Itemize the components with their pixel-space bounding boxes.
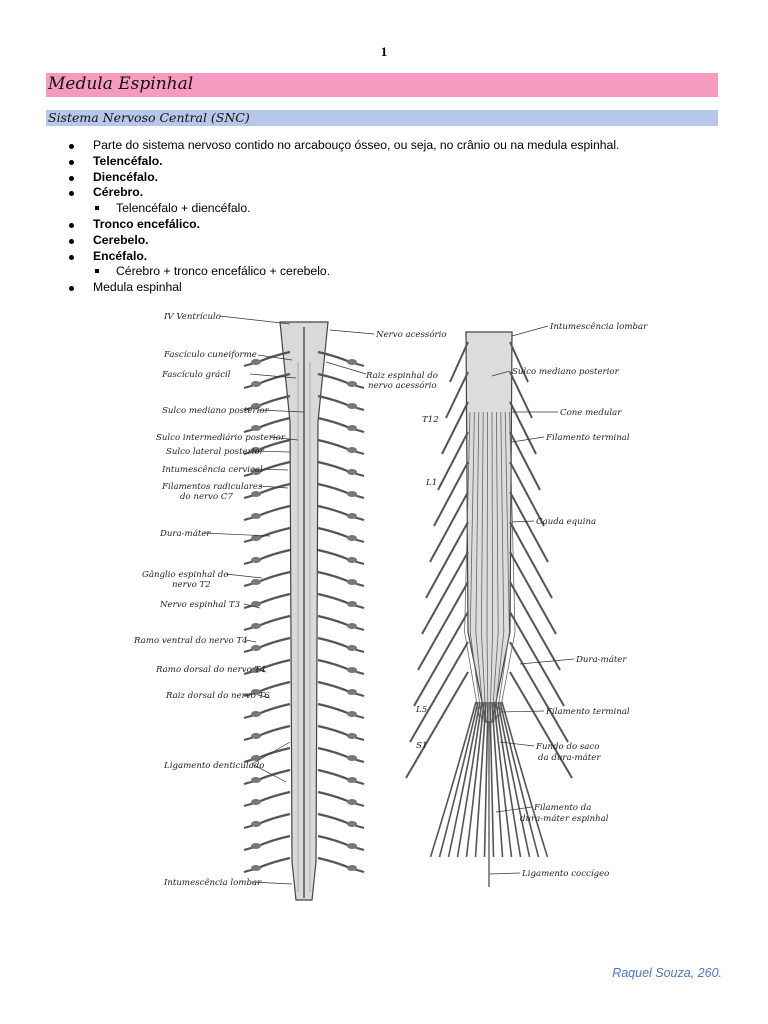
bullet-dot-icon (69, 159, 74, 165)
list-item: Encéfalo. Cérebro + tronco encefálico + … (60, 249, 619, 281)
figure-label: Raiz espinhal do (365, 371, 438, 381)
figure-label: Nervo acessório (375, 329, 447, 340)
figure-label: Filamento terminal (545, 707, 630, 717)
figure-label: Ligamento denticulado (163, 761, 264, 771)
figure-label: Ramo dorsal do nervo T4 (155, 665, 266, 675)
figure-label: nervo acessório (368, 380, 437, 391)
title-banner: Medula Espinhal (46, 73, 718, 97)
list-item: Cerebelo. (60, 233, 619, 249)
figure-label: Nervo espinhal T3 (159, 600, 241, 610)
footer-author: Raquel Souza, 260. (612, 966, 722, 980)
sub-list-item: Cérebro + tronco encefálico + cerebelo. (93, 264, 619, 280)
figure-label: Filamento terminal (545, 433, 630, 443)
figure-label: Dura-máter (575, 654, 627, 665)
figure-label: IV Ventrículo (163, 311, 221, 322)
sub-list: Telencéfalo + diencéfalo. (93, 201, 619, 217)
list-item: Parte do sistema nervoso contido no arca… (60, 138, 619, 154)
figure-label: Intumescência lombar (549, 321, 648, 332)
page-number: 1 (380, 44, 388, 59)
vertebral-level-label: T12 (422, 415, 439, 425)
figure-label: Cone medular (560, 408, 622, 418)
figure-label: Sulco lateral posterior (166, 447, 265, 457)
figure-label: Sulco intermediário posterior (156, 432, 286, 443)
bullet-dot-icon (69, 286, 74, 292)
page-title: Medula Espinhal (48, 74, 194, 94)
list-item: Cérebro. Telencéfalo + diencéfalo. (60, 185, 619, 217)
vertebral-level-label: L1 (425, 478, 437, 488)
figure-label: Ligamento coccígeo (521, 868, 609, 879)
square-bullet-icon (95, 269, 99, 274)
figure-label: do nervo C7 (180, 492, 233, 502)
figure-label: Sulco mediano posterior (162, 406, 270, 416)
figure-label: Raiz dorsal do nervo T6 (165, 691, 270, 701)
figure-label: Cauda equina (536, 517, 596, 527)
list-item: Diencéfalo. (60, 170, 619, 186)
label-leader-lines (203, 315, 575, 885)
figure-label: Gânglio espinhal do (142, 569, 229, 580)
subtitle-banner: Sistema Nervoso Central (SNC) (46, 110, 718, 126)
bullet-dot-icon (69, 191, 74, 197)
square-bullet-icon (95, 206, 99, 211)
sub-list-item: Telencéfalo + diencéfalo. (93, 201, 619, 217)
bullet-dot-icon (69, 254, 74, 260)
cauda-equina-drawing (405, 331, 573, 887)
section-subtitle: Sistema Nervoso Central (SNC) (48, 110, 250, 125)
figure-label: Intumescência cervical (161, 464, 263, 475)
figure-label: Fascículo grácil (161, 369, 231, 380)
figure-label: Fundo do saco (535, 742, 599, 752)
posterior-cord-drawing (243, 321, 365, 901)
figure-label: Filamentos radiculares (161, 482, 263, 492)
figure-label: nervo T2 (172, 580, 211, 590)
figure-label: Filamento da (533, 803, 591, 813)
figure-label: Dura-máter (159, 528, 211, 539)
bullet-dot-icon (69, 238, 74, 244)
list-item: Tronco encefálico. (60, 217, 619, 233)
list-item: Telencéfalo. (60, 154, 619, 170)
bullet-dot-icon (69, 144, 74, 149)
figure-label: Fascículo cuneiforme (163, 349, 257, 360)
figure-label: Ramo ventral do nervo T4 (133, 636, 248, 646)
vertebral-level-label: L5 (415, 705, 427, 715)
vertebral-level-label: S1 (416, 741, 427, 751)
figure-label: Sulco mediano posterior (512, 367, 620, 377)
figure-label: da dura-máter (538, 752, 601, 763)
spinal-cord-illustration: IV Ventrículo Fascículo cuneiforme Fascí… (120, 302, 650, 902)
figure-label: Intumescência lombar (163, 877, 262, 888)
bullet-dot-icon (69, 175, 74, 181)
list-item: Medula espinhal (60, 280, 619, 296)
figure-label: dura-máter espinhal (520, 813, 609, 824)
bullet-list: Parte do sistema nervoso contido no arca… (60, 138, 619, 296)
bullet-dot-icon (69, 222, 74, 228)
sub-list: Cérebro + tronco encefálico + cerebelo. (93, 264, 619, 280)
